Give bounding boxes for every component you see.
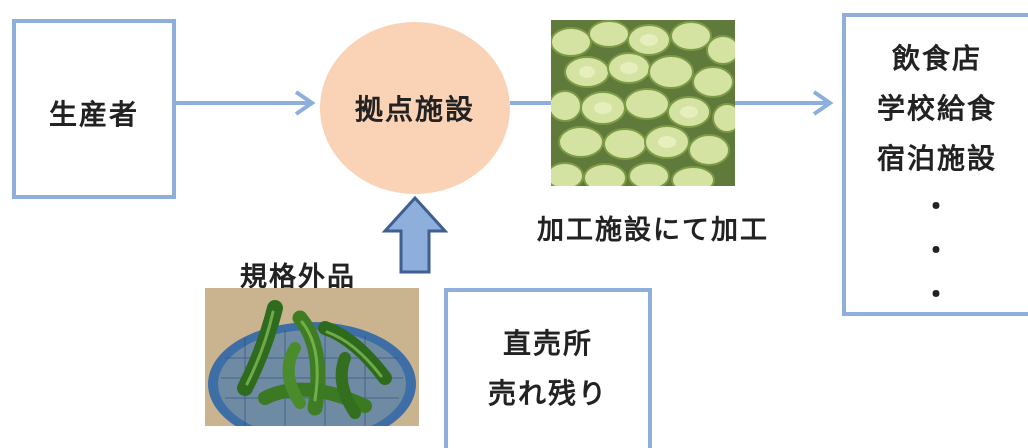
destination-ellipsis-dot: ・	[921, 234, 952, 267]
destination-ellipsis-dot: ・	[921, 190, 952, 223]
direct-sales-label: 直売所	[502, 327, 593, 360]
non-standard-caption: 規格外品	[240, 262, 356, 293]
producer-box: 生産者	[12, 19, 176, 199]
unsold-label: 売れ残り	[487, 377, 608, 410]
processing-caption: 加工施設にて加工	[537, 215, 769, 246]
direct-sales-box: 直売所 売れ残り	[444, 288, 652, 448]
sliced-cucumber-photo	[551, 20, 735, 186]
arrow-up-non-standard	[381, 195, 449, 274]
destination-restaurant: 飲食店	[891, 42, 982, 75]
destination-ellipsis-dot: ・	[921, 278, 952, 311]
hub-circle: 拠点施設	[320, 22, 510, 194]
non-standard-cucumber-photo	[205, 288, 419, 426]
producer-label: 生産者	[48, 98, 139, 131]
arrow-processing-to-destinations	[735, 90, 834, 116]
destination-school-lunch: 学校給食	[876, 92, 997, 125]
hub-label: 拠点施設	[354, 93, 475, 126]
destinations-box: 飲食店 学校給食 宿泊施設 ・ ・ ・	[842, 13, 1028, 316]
destination-lodging: 宿泊施設	[876, 142, 997, 175]
arrow-producer-to-hub	[176, 90, 316, 116]
